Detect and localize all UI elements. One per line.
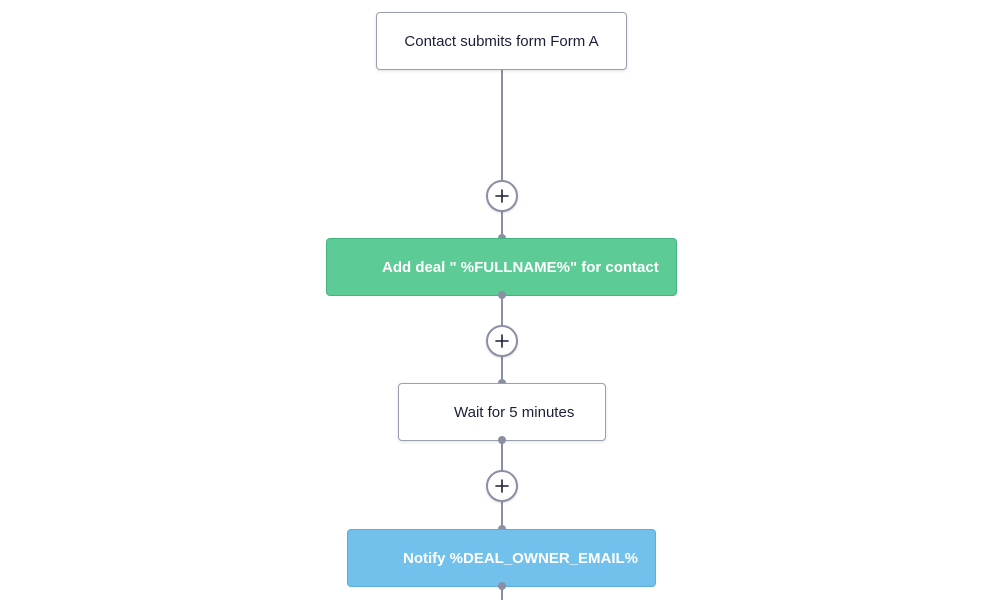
connector-dot bbox=[498, 582, 506, 590]
plus-icon bbox=[495, 334, 509, 348]
notify-action-node[interactable]: Notify %DEAL_OWNER_EMAIL% bbox=[347, 529, 656, 587]
plus-icon bbox=[495, 189, 509, 203]
connector-line bbox=[501, 499, 503, 529]
add-step-button[interactable] bbox=[486, 325, 518, 357]
add-deal-action-node[interactable]: Add deal " %FULLNAME%" for contact bbox=[326, 238, 677, 296]
add-step-button[interactable] bbox=[486, 470, 518, 502]
connector-line bbox=[501, 587, 503, 600]
trigger-label: Contact submits form Form A bbox=[404, 32, 599, 50]
connector-line bbox=[501, 208, 503, 238]
connector-line bbox=[501, 441, 503, 471]
trigger-node[interactable]: Contact submits form Form A bbox=[376, 12, 627, 70]
wait-action-node[interactable]: Wait for 5 minutes bbox=[398, 383, 606, 441]
wait-label: Wait for 5 minutes bbox=[454, 403, 575, 421]
add-step-button[interactable] bbox=[486, 180, 518, 212]
add-deal-label: Add deal " %FULLNAME%" for contact bbox=[382, 258, 659, 276]
plus-icon bbox=[495, 479, 509, 493]
connector-line bbox=[501, 296, 503, 326]
connector-dot bbox=[498, 436, 506, 444]
connector-line bbox=[501, 70, 503, 182]
notify-label: Notify %DEAL_OWNER_EMAIL% bbox=[403, 549, 639, 567]
connector-line bbox=[501, 354, 503, 384]
connector-dot bbox=[498, 291, 506, 299]
